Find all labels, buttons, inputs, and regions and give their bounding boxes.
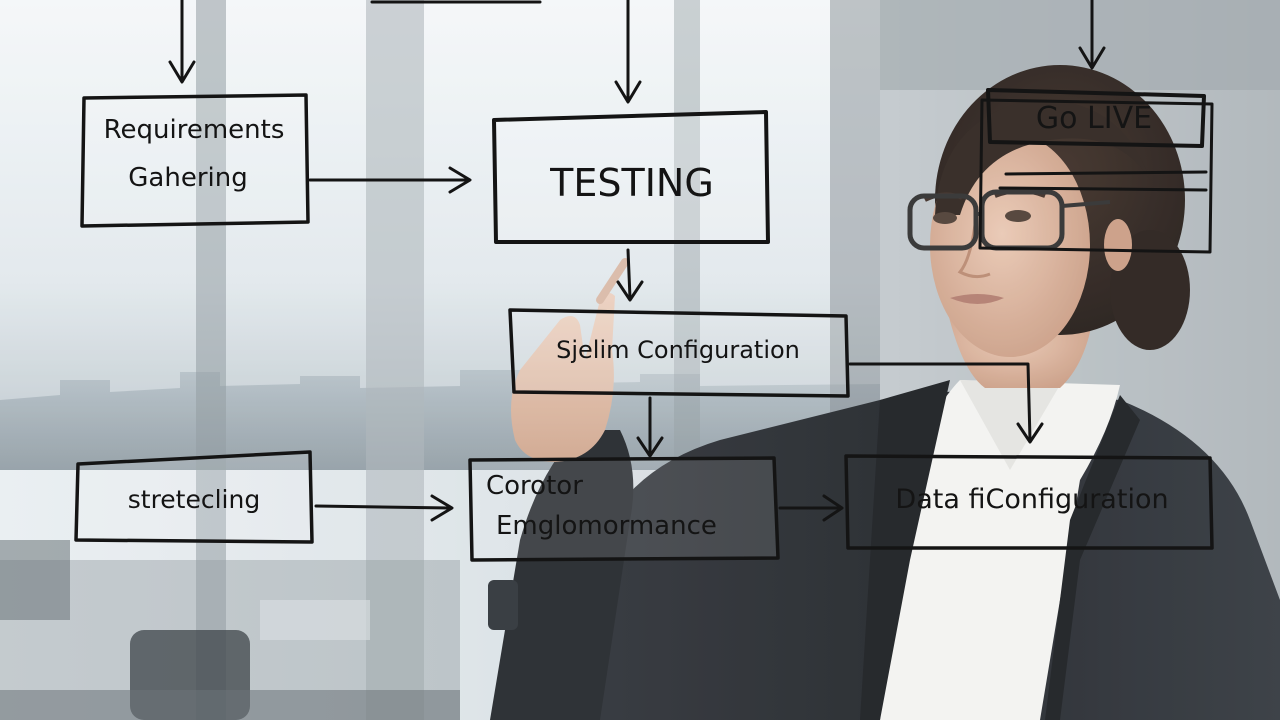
requirements-gathering-node xyxy=(80,93,310,228)
center-label-line2: Emglomormance xyxy=(496,511,717,541)
go-live-label: Go LIVE xyxy=(1036,101,1152,136)
center-label-line1: Corotor xyxy=(486,471,583,501)
data-configuration-label: Data fiConfiguration xyxy=(895,484,1168,515)
arrow-system-config-to-center xyxy=(636,396,664,458)
arrow-requirements-to-testing xyxy=(308,166,472,194)
arrow-system-config-to-data-config xyxy=(848,362,1044,444)
data-configuration-node xyxy=(844,454,1214,550)
system-configuration-label: Sjelim Configuration xyxy=(556,336,800,364)
structuring-label: stretecling xyxy=(128,485,260,514)
structuring-node xyxy=(74,450,314,544)
go-live-node xyxy=(978,88,1214,254)
testing-node xyxy=(492,110,770,244)
arrow-structuring-to-center xyxy=(314,494,454,522)
system-configuration-node xyxy=(508,308,850,398)
process-diagram xyxy=(74,0,1214,562)
woman-figure xyxy=(488,65,1280,720)
top-connector-lines xyxy=(168,0,1106,104)
diagram-labels: Requirements Gahering TESTING Go LIVE Sj… xyxy=(104,101,1169,541)
center-node xyxy=(468,456,780,562)
testing-label: TESTING xyxy=(549,161,714,205)
requirements-label-line1: Requirements xyxy=(104,115,285,145)
requirements-label-line2: Gahering xyxy=(128,163,247,193)
arrow-center-to-data-config xyxy=(778,494,844,522)
arrow-testing-to-system-config xyxy=(616,248,644,302)
